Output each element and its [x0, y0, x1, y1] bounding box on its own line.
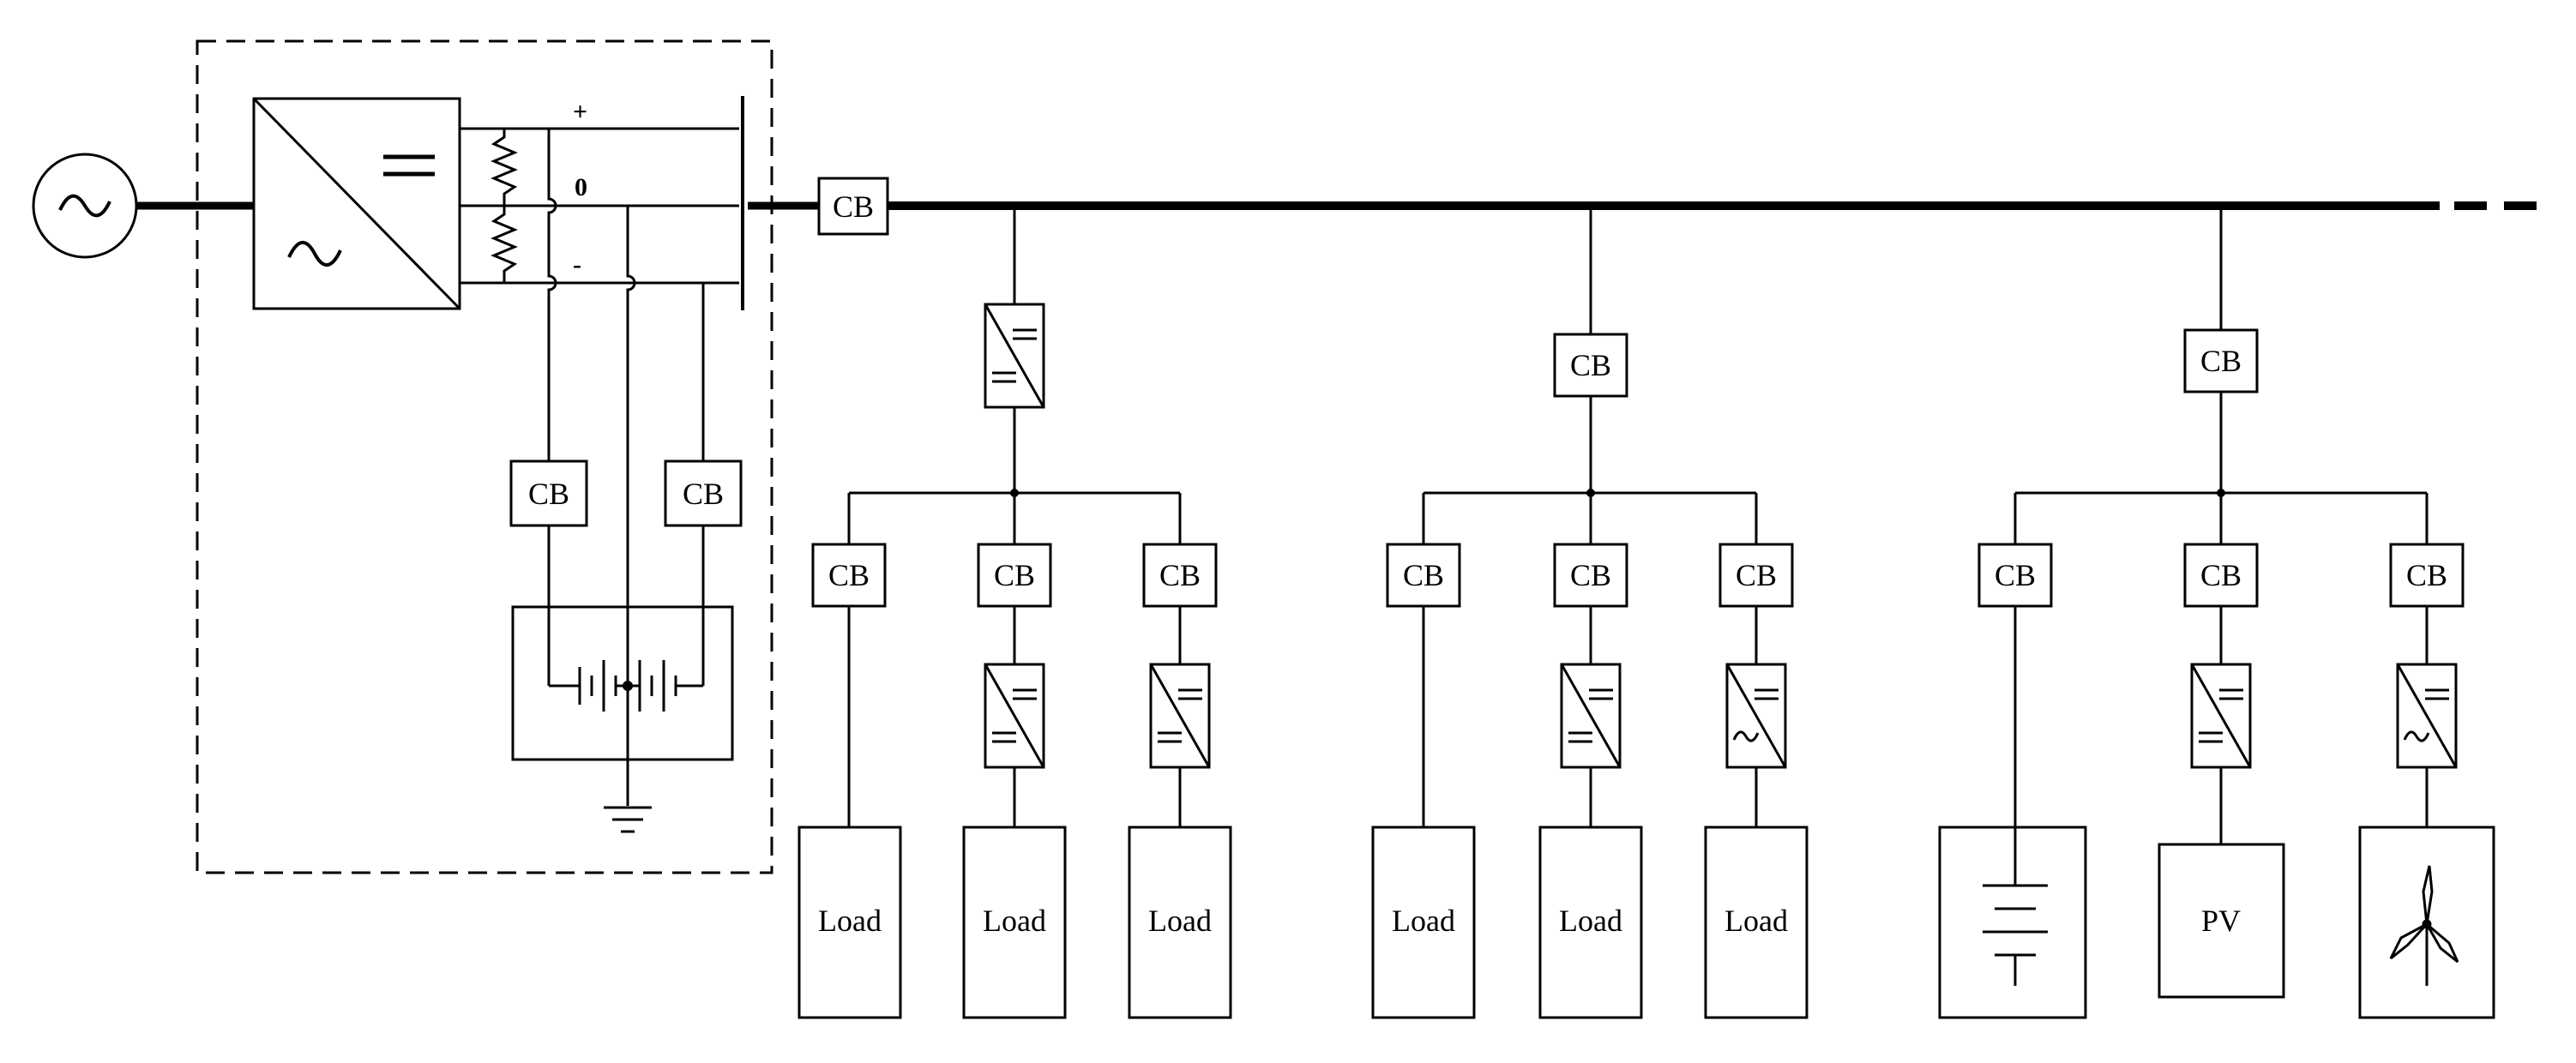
wind-turbine-icon [2389, 865, 2459, 986]
dc-ac-converter-icon [1725, 663, 1787, 769]
feeder-breaker: CB [1553, 333, 1628, 398]
svg-text:CB: CB [1570, 558, 1611, 592]
branch-breaker: CB [1718, 543, 1794, 608]
zero-drop-line [626, 206, 636, 806]
svg-text:Load: Load [1148, 904, 1212, 938]
plus-drop-line [547, 129, 557, 476]
svg-text:Load: Load [1559, 904, 1622, 938]
branch-breaker: CB [1553, 543, 1628, 608]
main-breaker: CB [817, 177, 889, 236]
svg-text:CB: CB [528, 477, 569, 511]
battery-icon [1983, 827, 2048, 986]
dc-ac-converter-icon [2396, 663, 2458, 769]
midpoint-node [623, 681, 633, 691]
svg-text:CB: CB [2406, 558, 2447, 592]
enclosure-breaker-left: CB [509, 459, 588, 527]
feeder-3: CB CB CB PV [1938, 206, 2495, 1019]
branch-breaker: CB [1977, 543, 2053, 608]
feeder-2: CB CB Load CB Load [1371, 206, 1809, 1019]
pole-plus-label: + [573, 98, 587, 126]
svg-text:Load: Load [818, 904, 882, 938]
load-box: Load [1538, 826, 1643, 1019]
load-box: Load [962, 826, 1067, 1019]
ac-source-icon [32, 153, 138, 259]
load-box: Load [1128, 826, 1232, 1019]
resistor-icon [491, 129, 518, 283]
enclosure-breaker-right: CB [664, 459, 743, 527]
svg-text:Load: Load [1724, 904, 1788, 938]
svg-text:CB: CB [828, 558, 870, 592]
svg-text:CB: CB [2200, 558, 2242, 592]
branch-breaker: CB [1142, 543, 1218, 608]
branch-breaker: CB [977, 543, 1052, 608]
svg-text:Load: Load [983, 904, 1046, 938]
dc-dc-converter-icon [1149, 663, 1211, 769]
load-box: Load [1371, 826, 1476, 1019]
pole-minus-label: - [573, 250, 581, 279]
branch-breaker: CB [2389, 543, 2465, 608]
svg-text:CB: CB [1159, 558, 1201, 592]
feeder-1: CB Load CB Load CB Load [797, 206, 1232, 1019]
svg-text:CB: CB [833, 189, 874, 224]
feeder-breaker: CB [2183, 328, 2259, 393]
load-box: Load [797, 826, 902, 1019]
dc-dc-converter-icon [984, 663, 1045, 769]
dc-dc-converter-icon [2190, 663, 2252, 769]
svg-text:CB: CB [1995, 558, 2036, 592]
ground-icon [604, 806, 652, 833]
svg-text:CB: CB [1403, 558, 1444, 592]
branch-breaker: CB [2183, 543, 2259, 608]
svg-text:CB: CB [683, 477, 724, 511]
dc-dc-converter-icon [1560, 663, 1622, 769]
branch-breaker: CB [1386, 543, 1461, 608]
svg-text:CB: CB [1736, 558, 1777, 592]
svg-text:Load: Load [1392, 904, 1455, 938]
branch-breaker: CB [811, 543, 887, 608]
battery-icon [547, 525, 705, 712]
svg-text:PV: PV [2201, 904, 2241, 938]
battery-bank-box [511, 605, 734, 761]
storage-box [1938, 826, 2087, 1019]
ac-dc-converter-icon [252, 97, 461, 310]
svg-text:CB: CB [994, 558, 1035, 592]
svg-text:CB: CB [1570, 348, 1611, 382]
dc-dc-converter-icon [984, 303, 1045, 409]
svg-text:CB: CB [2200, 344, 2242, 378]
main-station-enclosure [196, 39, 773, 874]
pv-box: PV [2158, 843, 2285, 999]
load-box: Load [1704, 826, 1809, 1019]
pole-zero-label: 0 [575, 173, 587, 201]
